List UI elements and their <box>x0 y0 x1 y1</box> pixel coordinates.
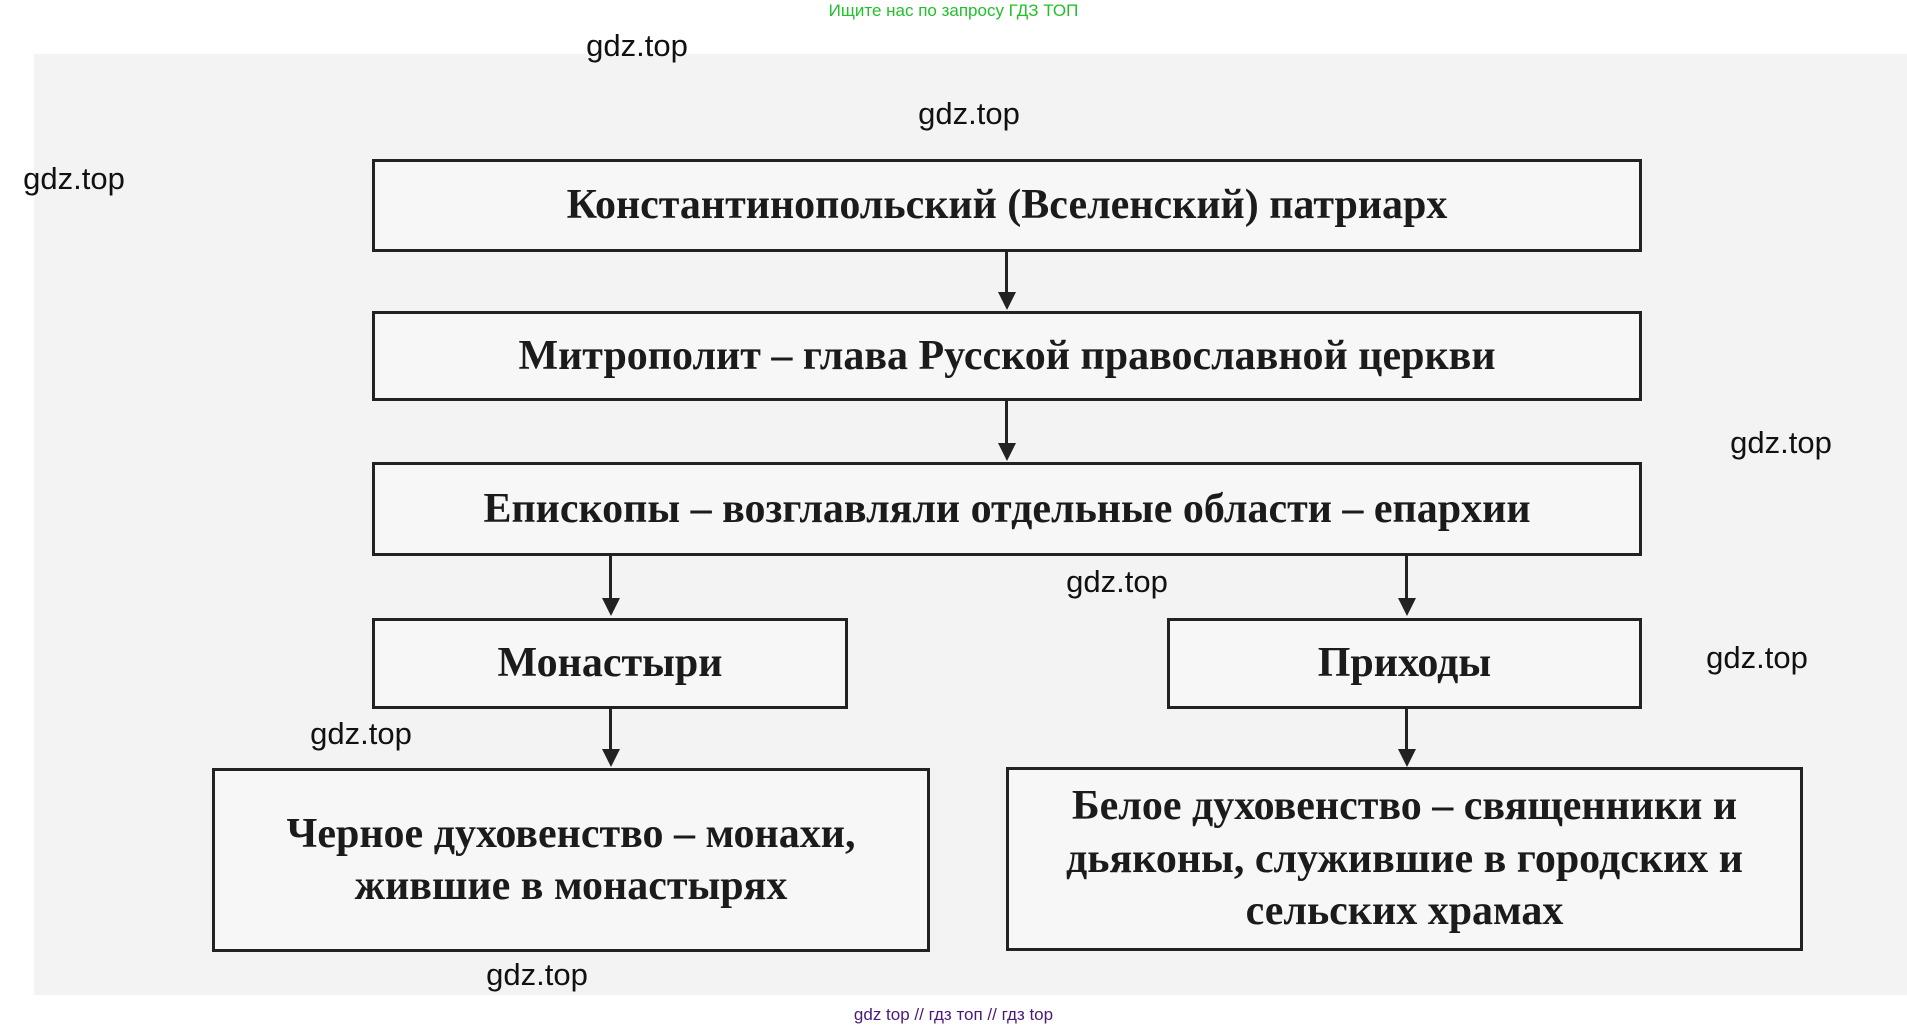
arrow-line <box>1405 556 1408 600</box>
arrow-line <box>1405 709 1408 751</box>
arrow-head <box>998 443 1016 461</box>
watermark: gdz.top <box>586 28 688 63</box>
watermark: gdz.top <box>1066 564 1168 599</box>
watermark: gdz.top <box>486 957 588 992</box>
watermark: gdz.top <box>310 716 412 751</box>
box-patriarch: Константинопольский (Вселенский) патриар… <box>372 159 1642 252</box>
arrow-line <box>1005 401 1008 445</box>
box-white-clergy: Белое духовенство – священники и дьяконы… <box>1006 767 1803 951</box>
search-banner: Ищите нас по запросу ГДЗ ТОП <box>828 1 1079 20</box>
box-metropolitan: Митрополит – глава Русской православной … <box>372 311 1642 401</box>
watermark: gdz.top <box>1730 425 1832 460</box>
box-bishops: Епископы – возглавляли отдельные области… <box>372 462 1642 556</box>
arrow-head <box>1398 749 1416 767</box>
arrow-head <box>1398 598 1416 616</box>
box-black-clergy: Черное духовенство – монахи, жившие в мо… <box>212 768 930 952</box>
arrow-head <box>602 598 620 616</box>
arrow-line <box>1005 252 1008 294</box>
watermark: gdz.top <box>1706 640 1808 675</box>
arrow-line <box>609 556 612 600</box>
box-parishes: Приходы <box>1167 618 1642 709</box>
watermark: gdz.top <box>918 96 1020 131</box>
arrow-head <box>998 292 1016 310</box>
arrow-head <box>602 749 620 767</box>
arrow-line <box>609 709 612 751</box>
box-monasteries: Монастыри <box>372 618 848 709</box>
footer-links[interactable]: gdz top // гдз топ // гдз top <box>853 1005 1054 1024</box>
watermark: gdz.top <box>23 161 125 196</box>
